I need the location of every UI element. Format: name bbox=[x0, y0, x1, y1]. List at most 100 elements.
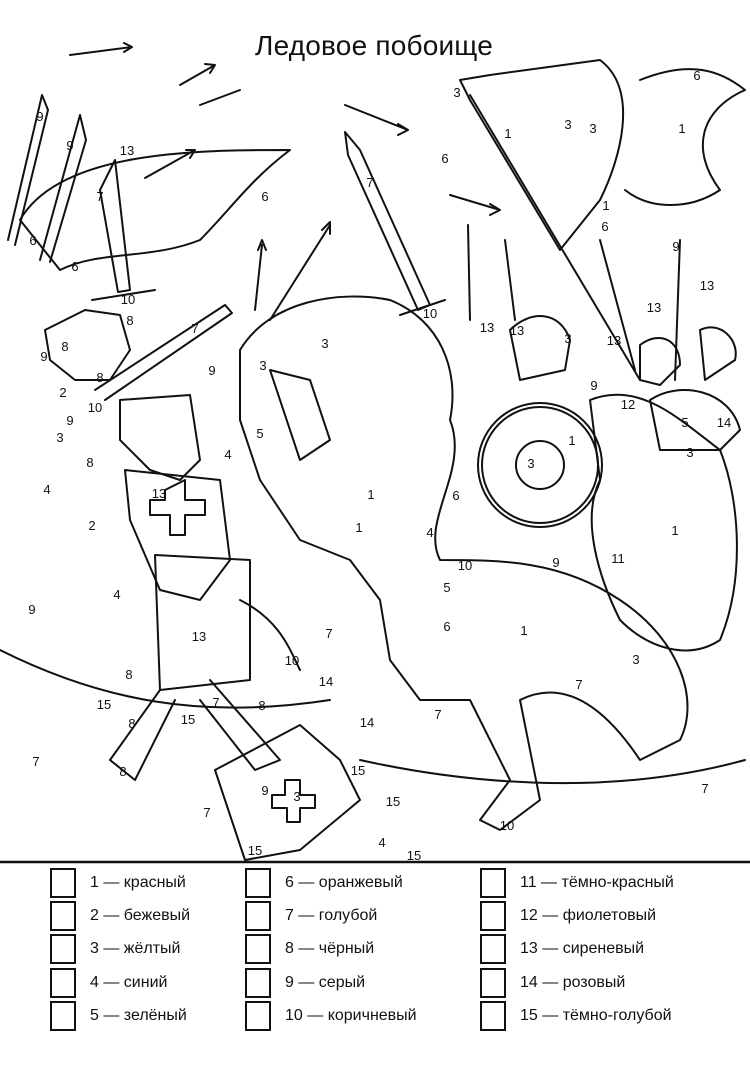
region-number: 1 bbox=[520, 623, 527, 638]
region-number: 6 bbox=[693, 68, 700, 83]
color-checkbox[interactable] bbox=[245, 934, 271, 964]
region-number: 9 bbox=[208, 363, 215, 378]
region-number: 7 bbox=[325, 626, 332, 641]
legend-label: 10 — коричневый bbox=[285, 1007, 417, 1024]
legend-item: 15 — тёмно-голубой bbox=[480, 1001, 672, 1031]
color-checkbox[interactable] bbox=[480, 934, 506, 964]
region-number: 15 bbox=[407, 848, 421, 863]
region-number: 13 bbox=[510, 323, 524, 338]
page-title: Ледовое побоище bbox=[255, 30, 494, 61]
region-number: 13 bbox=[120, 143, 134, 158]
region-number: 3 bbox=[564, 117, 571, 132]
region-number: 4 bbox=[378, 835, 385, 850]
legend-item: 11 — тёмно-красный bbox=[480, 868, 674, 898]
region-number: 9 bbox=[590, 378, 597, 393]
spears bbox=[7, 94, 681, 381]
region-number: 15 bbox=[351, 763, 365, 778]
region-number: 3 bbox=[56, 430, 63, 445]
region-number: 14 bbox=[319, 674, 333, 689]
color-checkbox[interactable] bbox=[480, 968, 506, 998]
region-number: 10 bbox=[285, 653, 299, 668]
sword-center bbox=[344, 131, 446, 316]
region-number: 7 bbox=[434, 707, 441, 722]
legend-label: 3 — жёлтый bbox=[90, 940, 181, 957]
region-number: 6 bbox=[29, 233, 36, 248]
region-number: 1 bbox=[568, 433, 575, 448]
color-checkbox[interactable] bbox=[245, 868, 271, 898]
region-number: 4 bbox=[426, 525, 433, 540]
region-number: 15 bbox=[181, 712, 195, 727]
region-number: 3 bbox=[259, 358, 266, 373]
region-number: 1 bbox=[355, 520, 362, 535]
region-number: 6 bbox=[601, 219, 608, 234]
legend-label: 5 — зелёный bbox=[90, 1007, 187, 1024]
region-number: 3 bbox=[453, 85, 460, 100]
region-number: 8 bbox=[86, 455, 93, 470]
legend-item: 10 — коричневый bbox=[245, 1001, 417, 1031]
region-number: 9 bbox=[261, 783, 268, 798]
region-number: 9 bbox=[40, 349, 47, 364]
color-checkbox[interactable] bbox=[50, 901, 76, 931]
region-number: 8 bbox=[125, 667, 132, 682]
region-number: 10 bbox=[423, 306, 437, 321]
region-number: 5 bbox=[681, 415, 688, 430]
region-number: 7 bbox=[575, 677, 582, 692]
region-number: 7 bbox=[366, 175, 373, 190]
sword-knight bbox=[94, 304, 233, 401]
region-number: 15 bbox=[248, 843, 262, 858]
region-number: 9 bbox=[552, 555, 559, 570]
region-number: 3 bbox=[589, 121, 596, 136]
region-number: 1 bbox=[602, 198, 609, 213]
legend-item: 5 — зелёный bbox=[50, 1001, 187, 1031]
horse bbox=[239, 295, 689, 831]
region-number: 7 bbox=[96, 189, 103, 204]
region-number: 6 bbox=[441, 151, 448, 166]
region-number: 8 bbox=[119, 764, 126, 779]
color-checkbox[interactable] bbox=[245, 968, 271, 998]
region-number: 1 bbox=[671, 523, 678, 538]
region-number: 6 bbox=[261, 189, 268, 204]
legend-item: 4 — синий bbox=[50, 968, 167, 998]
color-checkbox[interactable] bbox=[50, 1001, 76, 1031]
region-number: 3 bbox=[293, 789, 300, 804]
banner bbox=[459, 59, 624, 251]
region-number: 5 bbox=[443, 580, 450, 595]
fallen-shield bbox=[214, 724, 361, 861]
color-checkbox[interactable] bbox=[480, 1001, 506, 1031]
region-number: 7 bbox=[191, 321, 198, 336]
region-number: 8 bbox=[61, 339, 68, 354]
legend-label: 6 — оранжевый bbox=[285, 874, 403, 891]
legend-item: 13 — сиреневый bbox=[480, 934, 644, 964]
region-number: 5 bbox=[256, 426, 263, 441]
region-number: 15 bbox=[386, 794, 400, 809]
knight-left bbox=[44, 309, 131, 381]
region-number: 9 bbox=[672, 239, 679, 254]
legend-item: 9 — серый bbox=[245, 968, 365, 998]
color-checkbox[interactable] bbox=[245, 1001, 271, 1031]
region-number: 8 bbox=[258, 698, 265, 713]
region-number: 8 bbox=[126, 313, 133, 328]
region-number: 13 bbox=[152, 486, 166, 501]
legend-item: 8 — чёрный bbox=[245, 934, 374, 964]
color-checkbox[interactable] bbox=[480, 868, 506, 898]
region-number: 13 bbox=[700, 278, 714, 293]
region-number: 15 bbox=[97, 697, 111, 712]
color-checkbox[interactable] bbox=[50, 934, 76, 964]
color-checkbox[interactable] bbox=[50, 968, 76, 998]
region-number: 7 bbox=[212, 695, 219, 710]
region-number: 6 bbox=[443, 619, 450, 634]
color-checkbox[interactable] bbox=[480, 901, 506, 931]
color-checkbox[interactable] bbox=[245, 901, 271, 931]
color-checkbox[interactable] bbox=[50, 868, 76, 898]
region-number: 1 bbox=[678, 121, 685, 136]
legend-item: 2 — бежевый bbox=[50, 901, 190, 931]
region-number: 1 bbox=[504, 126, 511, 141]
region-number: 10 bbox=[458, 558, 472, 573]
region-number: 13 bbox=[607, 333, 621, 348]
legend-label: 4 — синий bbox=[90, 974, 168, 991]
legend-label: 12 — фиолетовый bbox=[520, 907, 657, 924]
flying-arrows bbox=[69, 42, 501, 216]
region-number: 10 bbox=[121, 292, 135, 307]
region-number: 14 bbox=[360, 715, 374, 730]
legend-label: 1 — красный bbox=[90, 874, 186, 891]
